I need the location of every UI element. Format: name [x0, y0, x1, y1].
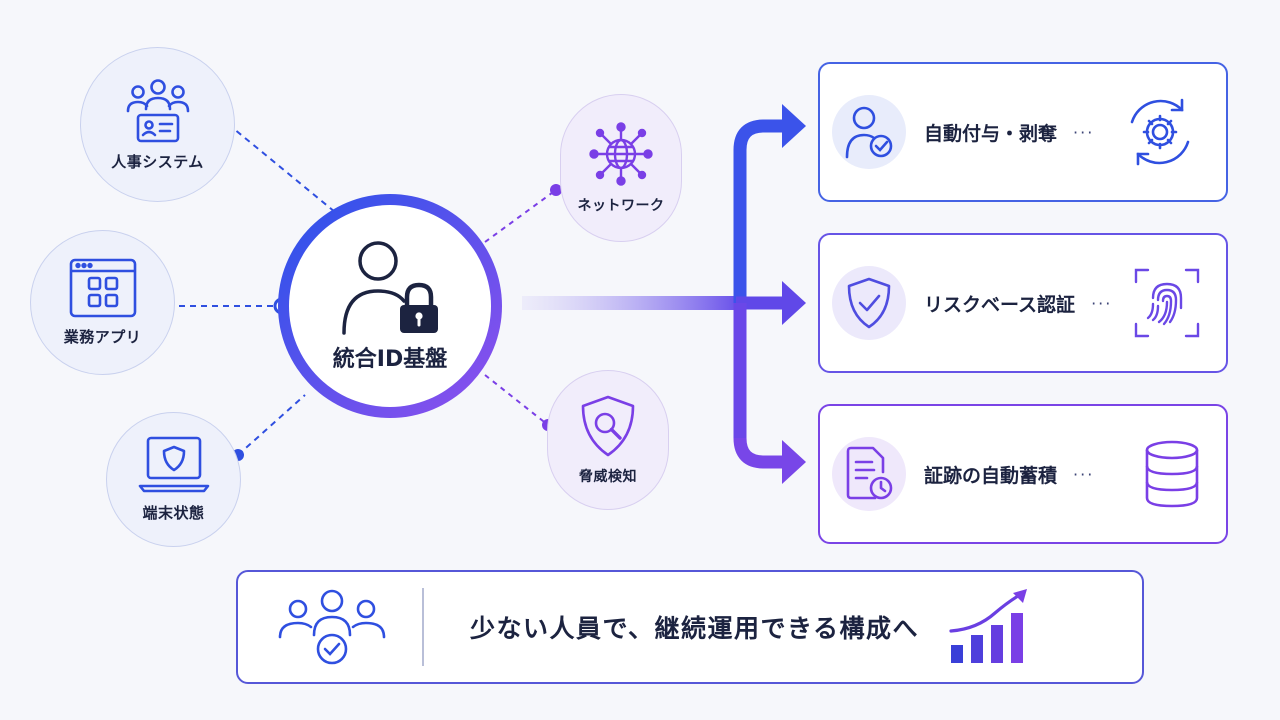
outcome-auto-provisioning: 自動付与・剥奪 ···: [818, 62, 1228, 202]
hub-label: 統合ID基盤: [332, 347, 448, 372]
outcome-icon-wrap: [832, 95, 906, 169]
document-clock-icon: [846, 446, 893, 500]
branch-arrows: [733, 119, 792, 469]
app-window-grid-icon: [69, 258, 136, 318]
banner-message: 少ない人員で、継続運用できる構成へ: [470, 614, 920, 643]
outcome-audit-trail: 証跡の自動蓄積 ···: [818, 404, 1228, 544]
growth-chart-icon: [949, 589, 1028, 663]
source-business-app: 業務アプリ: [30, 230, 175, 375]
fingerprint-icon: [1134, 268, 1200, 338]
source-hr-system: 人事システム: [80, 47, 235, 202]
source-label: 人事システム: [111, 153, 204, 171]
outcome-risk-based-auth: リスクベース認証 ···: [818, 233, 1228, 373]
connector-device: [237, 394, 306, 456]
flow-beam: [522, 296, 737, 310]
banner-divider: [422, 588, 424, 666]
source-device-status: 端末状態: [106, 412, 241, 547]
outcome-icon-wrap: [832, 266, 906, 340]
people-id-card-icon: [126, 79, 189, 143]
intermediate-connectors: [484, 189, 557, 426]
outcome-label: リスクベース認証: [924, 293, 1076, 316]
source-connectors: [168, 123, 336, 456]
team-check-icon: [278, 589, 386, 665]
gear-cycle-icon: [1130, 98, 1190, 166]
database-icon: [1145, 440, 1199, 508]
node-network: ネットワーク: [560, 94, 682, 242]
outcome-dots: ···: [1073, 122, 1095, 142]
outcome-icon-wrap: [832, 437, 906, 511]
laptop-shield-icon: [138, 436, 209, 493]
hub-identity-platform: 統合ID基盤: [289, 205, 491, 407]
source-label: 端末状態: [142, 504, 205, 522]
source-label: 業務アプリ: [63, 328, 142, 346]
shield-search-icon: [581, 395, 635, 457]
outcome-label: 自動付与・剥奪: [924, 122, 1058, 145]
shield-check-icon: [847, 277, 891, 329]
arrowheads: [782, 104, 806, 484]
connector-hr: [227, 123, 336, 213]
node-label: ネットワーク: [577, 198, 665, 214]
globe-network-icon: [589, 122, 653, 186]
node-threat-detection: 脅威検知: [547, 370, 669, 510]
node-label: 脅威検知: [579, 469, 637, 485]
user-check-icon: [845, 106, 893, 159]
outcome-label: 証跡の自動蓄積: [924, 464, 1058, 487]
user-lock-icon: [342, 241, 438, 335]
summary-banner: 少ない人員で、継続運用できる構成へ: [236, 570, 1144, 684]
outcome-dots: ···: [1073, 464, 1095, 484]
outcome-dots: ···: [1091, 293, 1113, 313]
